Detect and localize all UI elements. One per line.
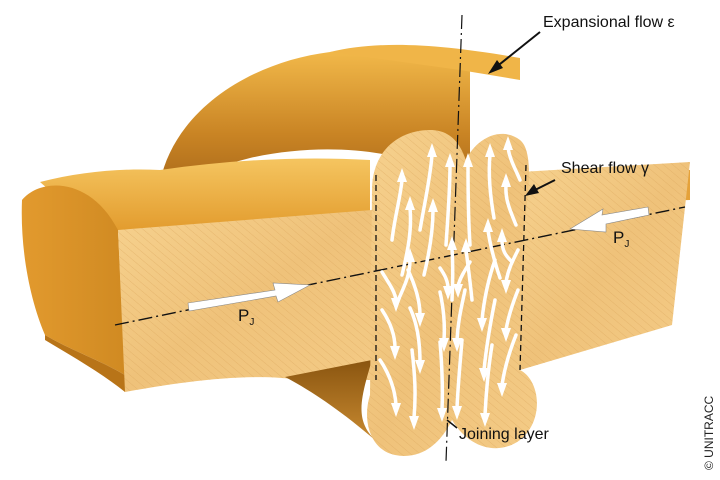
flow-arrow: [422, 208, 435, 277]
leader-shear: [525, 179, 556, 196]
flow-arrows: [390, 146, 522, 307]
flow-arrow: [438, 290, 447, 342]
flow-arrow: [486, 228, 502, 280]
shear-flow-label: Shear flow γ: [561, 160, 650, 177]
flow-arrow: [466, 163, 472, 247]
flow-arrow: [410, 348, 417, 420]
flow-arrow: [504, 183, 518, 227]
flow-arrow: [444, 163, 452, 247]
force-label-left-main: P: [238, 306, 250, 325]
force-arrow-right: [569, 206, 650, 233]
flow-arrow: [455, 288, 467, 342]
expansional-flow-label: Expansional flow ε: [543, 14, 675, 31]
flow-arrowheads-down: [390, 280, 511, 430]
flow-arrow: [438, 340, 445, 412]
flow-arrow: [408, 306, 422, 364]
flow-arrow: [378, 358, 398, 407]
flow-arrow: [380, 308, 397, 350]
weld-bead-bottom: [285, 360, 375, 440]
flow-arrow: [400, 206, 413, 277]
pipe-left-end: [21, 185, 125, 375]
flow-arrow: [464, 248, 474, 302]
force-label-left-sub: J: [249, 317, 255, 328]
flow-arrow: [504, 248, 520, 284]
vertical-axis-joining-layer: [445, 14, 463, 463]
flow-arrow: [390, 178, 404, 242]
leader-expansional: [488, 31, 541, 74]
force-label-right-main: P: [613, 228, 625, 247]
pipe-top-surface: [40, 158, 370, 232]
leader-joining: [446, 419, 458, 429]
flow-arrow: [406, 268, 422, 317]
weld-boundary-right: [519, 164, 527, 371]
force-label-right: PJ: [613, 228, 629, 250]
flow-arrowheads-up: [397, 136, 513, 262]
flow-arrow: [504, 288, 520, 332]
flow-arrow: [456, 260, 472, 288]
flow-arrow: [500, 238, 514, 264]
joining-layer-label: Joining layer: [459, 426, 549, 443]
flow-arrow: [450, 246, 455, 302]
copyright-notice: © UNITRACC: [702, 395, 716, 470]
force-label-left: PJ: [238, 306, 254, 328]
flow-arrow: [482, 298, 497, 372]
flow-arrow: [483, 343, 494, 417]
flow-arrow: [500, 333, 518, 387]
force-arrow-left: [187, 282, 312, 312]
flow-arrow: [480, 258, 497, 322]
flow-arrow: [455, 338, 464, 410]
flow-arrow: [487, 153, 496, 220]
force-label-right-sub: J: [624, 239, 630, 250]
flow-arrows-down: [378, 248, 520, 420]
flow-arrow: [506, 146, 522, 182]
flow-arrow: [418, 153, 434, 232]
